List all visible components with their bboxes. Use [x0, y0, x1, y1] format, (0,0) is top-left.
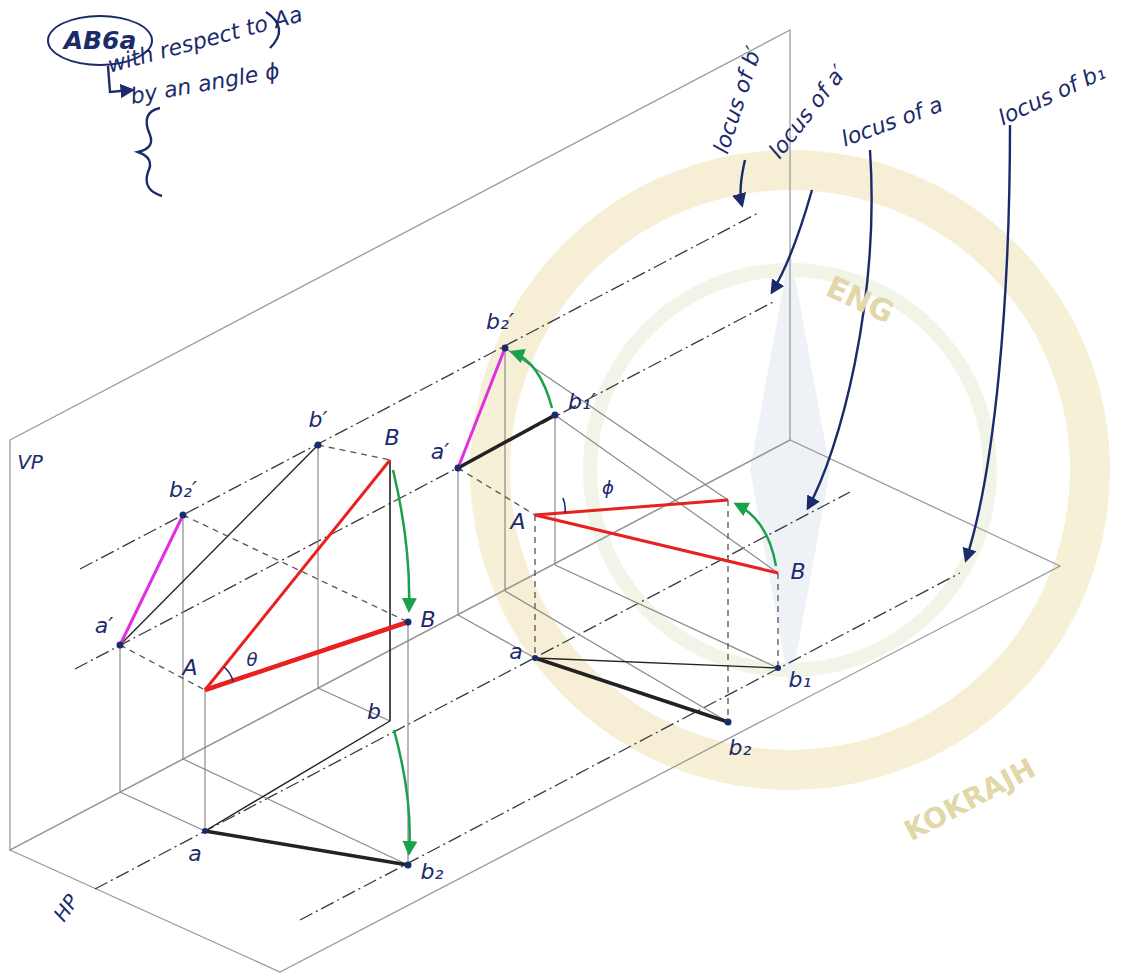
- locus-label: locus of b′: [710, 44, 765, 157]
- point-label: A: [182, 657, 197, 679]
- leader-arrow: [808, 150, 872, 508]
- point-label: B: [420, 609, 435, 631]
- projector-line: [389, 460, 391, 721]
- watermark: ENG: [822, 272, 898, 329]
- point-dot: [315, 442, 322, 449]
- point-dot: [775, 665, 781, 671]
- angle-label: θ: [246, 651, 257, 669]
- point-label: b₂′: [486, 311, 514, 333]
- true-line: [205, 460, 390, 690]
- dashed-projector: [318, 445, 390, 460]
- dashed-projector: [777, 573, 778, 668]
- dashed-projector: [534, 515, 535, 658]
- point-dot: [202, 828, 208, 834]
- point-label: a′: [431, 441, 449, 463]
- watermark: KOKRAJH: [900, 754, 1039, 846]
- true-line: [535, 515, 778, 573]
- dashed-projector: [458, 468, 535, 515]
- locus-line: [75, 301, 775, 669]
- angle-arc: [224, 667, 233, 681]
- final-top-view: [205, 831, 408, 865]
- leader-arrow: [772, 190, 812, 292]
- point-label: b′: [309, 409, 328, 431]
- plane-label: VP: [17, 452, 43, 472]
- rotation-arrow: [394, 730, 410, 853]
- projector-line: [457, 468, 458, 615]
- point-dot: [405, 862, 412, 869]
- projector-line: [183, 759, 408, 865]
- rotation-arrow: [512, 352, 552, 408]
- angle-label: ϕ: [602, 479, 614, 497]
- point-label: a′: [95, 615, 113, 637]
- point-dot: [180, 512, 187, 519]
- horizontal-plane: [10, 440, 1060, 972]
- point-label: a: [509, 641, 522, 663]
- dashed-projector: [120, 645, 205, 690]
- point-label: b₂: [421, 861, 444, 883]
- projector-line: [504, 348, 505, 591]
- point-label: b₁: [789, 669, 812, 691]
- point-label: A: [510, 511, 525, 533]
- point-dot: [725, 719, 732, 726]
- leader-arrow: [741, 160, 745, 205]
- projector-line: [458, 615, 535, 658]
- point-dot: [117, 642, 124, 649]
- leader-arrow: [966, 125, 1010, 560]
- point-dot: [532, 655, 538, 661]
- curly-brace: [138, 108, 162, 196]
- top-view-line: [205, 721, 390, 831]
- point-dot: [405, 619, 412, 626]
- dashed-projector: [183, 515, 408, 622]
- locus-label: locus of a′: [765, 62, 851, 163]
- point-label: b₁′: [568, 391, 596, 413]
- rotation-arrow: [736, 504, 776, 566]
- front-view-line: [120, 445, 318, 645]
- locus-label: locus of b₁: [995, 61, 1109, 130]
- projector-line: [505, 591, 728, 722]
- angle-arc: [563, 498, 565, 513]
- top-view-line: [535, 658, 778, 668]
- point-label: B: [384, 427, 399, 449]
- final-front-view: [458, 348, 505, 468]
- point-label: b₂′: [169, 479, 197, 501]
- point-dot: [455, 465, 462, 472]
- locus-label: locus of a: [839, 94, 946, 151]
- projector-line: [120, 792, 205, 831]
- rotation-arrow: [393, 470, 409, 610]
- projector-line: [204, 690, 205, 831]
- vertical-plane: [10, 30, 790, 850]
- projector-line: [555, 565, 778, 668]
- locus-line: [80, 212, 760, 569]
- point-label: b: [367, 701, 381, 723]
- final-top-view: [535, 658, 728, 722]
- dashed-projector: [727, 500, 728, 722]
- projector-line: [554, 415, 555, 565]
- plane-label: HP: [50, 891, 82, 925]
- projector-line: [555, 415, 778, 573]
- point-label: B: [790, 561, 805, 583]
- final-front-view: [120, 515, 183, 645]
- point-dot: [552, 412, 559, 419]
- point-label: b₂: [729, 737, 752, 759]
- projector-line: [182, 515, 183, 759]
- point-label: a: [188, 843, 201, 865]
- projector-line: [119, 645, 120, 792]
- front-view-line: [458, 415, 555, 468]
- annotation-note: by an angle ϕ: [129, 60, 281, 108]
- rotated-line: [205, 622, 408, 690]
- point-dot: [502, 345, 509, 352]
